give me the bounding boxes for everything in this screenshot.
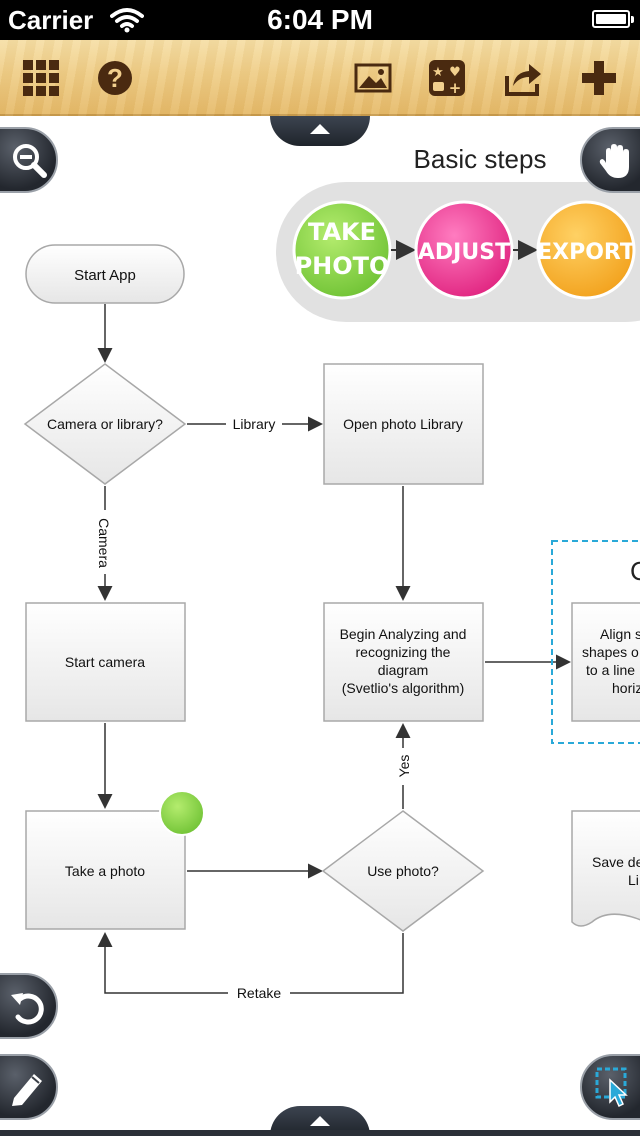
top-drawer-handle[interactable]	[270, 116, 370, 146]
node-begin-analyzing-line2: recognizing the	[356, 644, 451, 660]
svg-text:♥: ♥	[449, 65, 461, 80]
step-export[interactable]	[536, 200, 636, 300]
node-use-photo[interactable]	[321, 810, 485, 932]
select-icon	[595, 1067, 628, 1108]
carrier-label: Carrier	[8, 5, 94, 35]
node-begin-analyzing-line3: diagram	[378, 662, 429, 678]
node-take-photo-label: Take a photo	[65, 863, 145, 879]
undo-icon	[11, 993, 44, 1025]
stickers-icon[interactable]: ★ ♥ +	[426, 58, 468, 98]
step-take-photo-line2: PHOTO	[295, 252, 390, 280]
node-save-document[interactable]	[571, 810, 640, 927]
chevron-up-icon	[310, 1116, 330, 1126]
help-icon[interactable]: ?	[94, 58, 136, 98]
hand-icon	[599, 144, 629, 178]
edge-label-yes: Yes	[396, 755, 412, 778]
share-icon[interactable]	[502, 58, 544, 98]
svg-text:★: ★	[432, 65, 444, 80]
node-begin-analyzing-line1: Begin Analyzing and	[340, 626, 467, 642]
flowchart[interactable]: Basic steps TAKE PHOTO ADJUST EXPORT Sta…	[0, 116, 640, 1136]
step-take-photo[interactable]	[292, 200, 392, 300]
step-adjust[interactable]	[414, 200, 514, 300]
image-icon[interactable]	[352, 58, 394, 98]
status-bar: Carrier 6:04 PM	[0, 0, 640, 40]
plus-icon[interactable]	[578, 58, 620, 98]
zoom-out-button[interactable]	[0, 127, 58, 193]
diagram-title: Basic steps	[414, 144, 547, 174]
step-take-photo-line1: TAKE	[308, 218, 376, 246]
step-adjust-label: ADJUST	[418, 240, 510, 265]
edge-label-camera: Camera	[96, 518, 112, 568]
wifi-icon	[110, 8, 144, 33]
clock: 6:04 PM	[267, 4, 373, 35]
edge-label-retake: Retake	[237, 985, 282, 1001]
node-open-library-label: Open photo Library	[343, 416, 463, 432]
grid-icon[interactable]	[20, 58, 62, 98]
group-container[interactable]	[551, 540, 640, 744]
node-take-photo[interactable]	[25, 810, 186, 930]
pan-button[interactable]	[580, 127, 640, 193]
node-begin-analyzing-line4: (Svetlio's algorithm)	[342, 680, 465, 696]
svg-text:?: ?	[107, 63, 123, 93]
pencil-icon	[12, 1074, 42, 1106]
node-camera-or-library-label: Camera or library?	[47, 416, 163, 432]
node-camera-or-library[interactable]	[23, 363, 187, 485]
step-export-label: EXPORT	[537, 240, 635, 265]
svg-text:+: +	[449, 79, 462, 97]
top-toolbar: ? ★ ♥ +	[0, 40, 640, 116]
undo-button[interactable]	[0, 973, 58, 1039]
node-save-line2: Li	[628, 872, 639, 888]
edge-retake-b	[97, 932, 228, 994]
bottom-edge	[0, 1130, 640, 1136]
zoom-out-icon	[13, 144, 47, 178]
node-align-line3: to a line	[586, 662, 635, 678]
node-start-app-label: Start App	[74, 267, 136, 284]
node-start-camera-label: Start camera	[65, 654, 145, 670]
node-align-line2: shapes o	[582, 644, 639, 660]
edge-label-library: Library	[233, 416, 276, 432]
node-align-line1: Align s	[600, 626, 640, 642]
node-use-photo-label: Use photo?	[367, 863, 439, 879]
node-open-library[interactable]	[323, 363, 484, 485]
node-start-app[interactable]	[25, 244, 185, 304]
node-save-line1: Save de	[592, 854, 640, 870]
group-title-partial: C	[630, 556, 640, 586]
node-start-camera[interactable]	[25, 602, 186, 722]
diagram-canvas[interactable]: Basic steps TAKE PHOTO ADJUST EXPORT Sta…	[0, 116, 640, 1136]
draw-button[interactable]	[0, 1054, 58, 1120]
edge-retake-a	[290, 933, 404, 994]
battery-icon	[592, 10, 634, 28]
node-begin-analyzing[interactable]	[323, 602, 484, 722]
status-dot	[159, 790, 205, 836]
node-align-line4: horiz	[612, 680, 640, 696]
chevron-up-icon	[310, 124, 330, 134]
select-button[interactable]	[580, 1054, 640, 1120]
node-align-shapes[interactable]	[571, 602, 640, 722]
